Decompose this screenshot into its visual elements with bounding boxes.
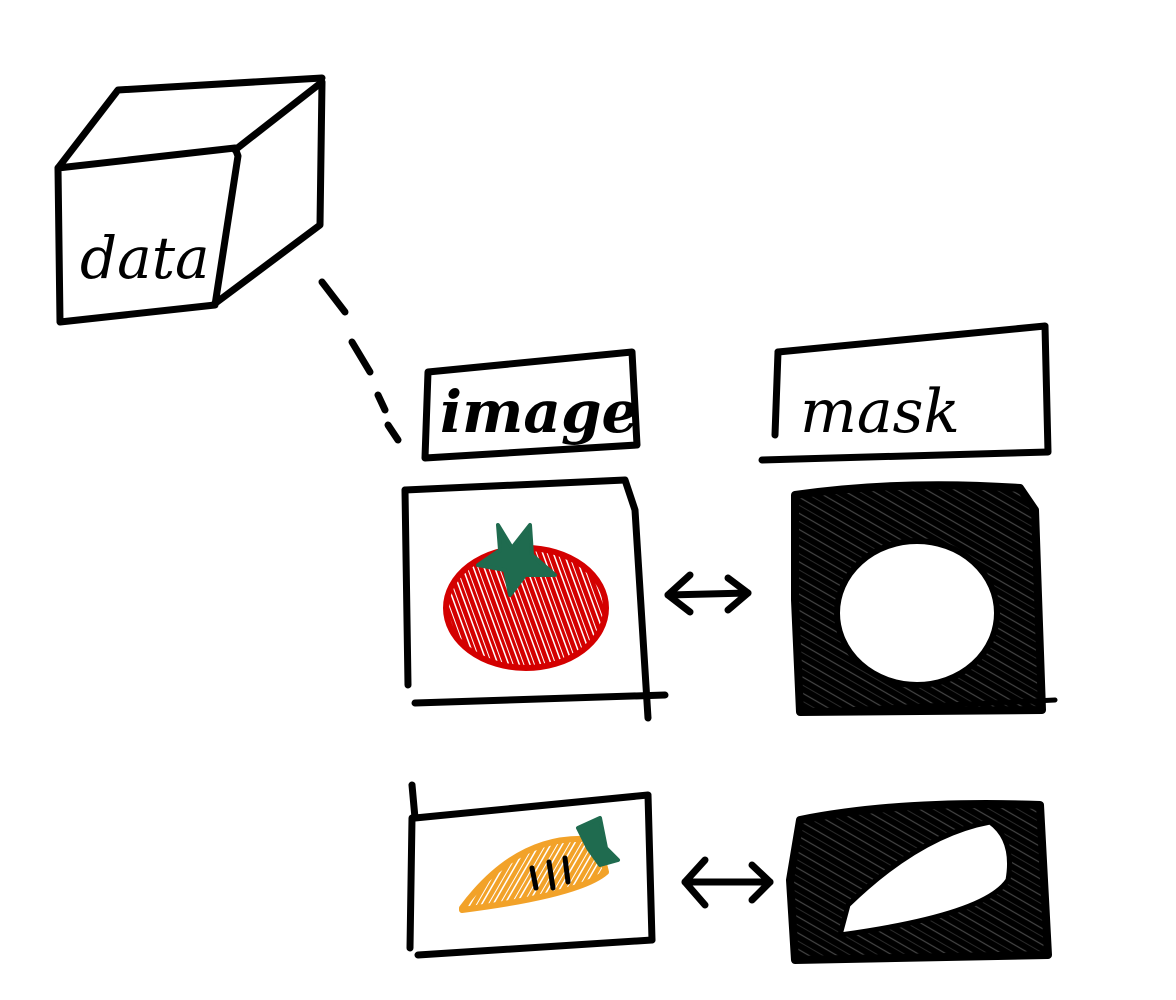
carrot-image — [406, 781, 656, 959]
double-arrow-icon — [664, 571, 752, 616]
data-cube: data — [54, 74, 326, 326]
tomato-image — [401, 476, 669, 722]
carrot-icon — [459, 816, 620, 913]
mask-label: mask — [800, 377, 960, 447]
dashed-connector — [318, 278, 402, 444]
image-label-box: image — [421, 348, 641, 462]
carrot-mask — [786, 800, 1052, 964]
tomato-mask — [791, 481, 1058, 716]
image-label: image — [440, 378, 638, 446]
tomato-icon — [443, 523, 609, 671]
mask-label-box: mask — [758, 322, 1052, 464]
data-label: data — [80, 224, 210, 292]
double-arrow-icon-2 — [681, 856, 774, 909]
